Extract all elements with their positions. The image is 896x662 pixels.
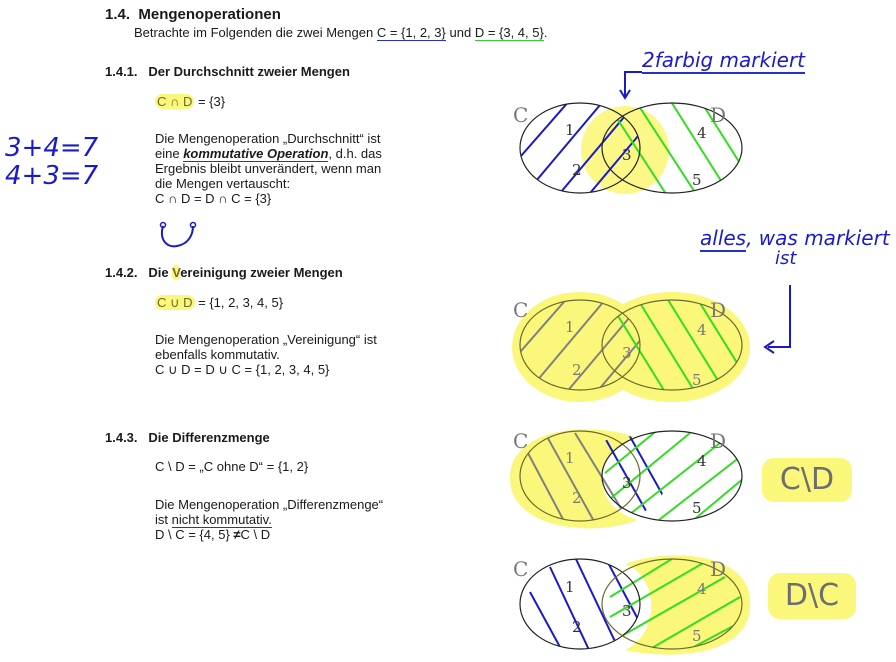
element-4: 4: [697, 452, 707, 470]
intro-period: .: [543, 25, 548, 40]
element-3: 3: [622, 344, 632, 362]
venn-label-d: D: [710, 103, 726, 127]
para-line: ebenfalls kommutativ.: [155, 347, 280, 362]
highlighted-expression: C ∪ D: [155, 295, 195, 310]
difference-formula: C \ D = „C ohne D“ = {1, 2}: [155, 459, 309, 474]
pointer-arrow-icon: [763, 285, 791, 354]
venn-label-d: D: [710, 298, 726, 322]
para-line: C ∪ D = D ∪ C = {1, 2, 3, 4, 5}: [155, 362, 330, 377]
emphasis-kommutative: kommutative Operation: [183, 146, 329, 162]
subsection-number: 1.4.2.: [105, 265, 138, 280]
annotation-text: ist: [775, 248, 797, 269]
subsection-title: Die Differenzmenge: [148, 430, 270, 445]
underlined-not-commutative: nicht kommutativ.: [171, 512, 272, 528]
handwritten-equations: 3+4=7 4+3=7: [5, 134, 98, 190]
element-2: 2: [572, 618, 582, 636]
intro-text: Betrachte im Folgenden die zwei Mengen: [134, 25, 374, 40]
venn-d-minus-c: C D 1 2 3 4 5: [513, 555, 751, 655]
element-3: 3: [622, 146, 632, 164]
handwritten-eq2: 4+3=7: [5, 161, 99, 191]
difference-paragraph: Die Mengenoperation „Differenzmenge“ ist…: [155, 497, 383, 542]
subsection-heading-difference: 1.4.3. Die Differenzmenge: [105, 430, 270, 445]
subsection-number: 1.4.3.: [105, 430, 138, 445]
element-2: 2: [572, 489, 582, 507]
set-c-definition: C = {1, 2, 3}: [376, 25, 446, 41]
section-title: Mengenoperationen: [138, 6, 281, 23]
element-5: 5: [692, 171, 702, 189]
label-c-minus-d: C\D: [762, 458, 852, 502]
element-2: 2: [572, 361, 582, 379]
title-text: ereinigung zweier Mengen: [180, 265, 343, 280]
title-text: Die: [148, 265, 173, 280]
para-text: C \ D: [240, 527, 271, 542]
union-paragraph: Die Mengenoperation „Vereinigung“ ist eb…: [155, 332, 377, 377]
venn-label-c: C: [513, 298, 528, 322]
element-1: 1: [565, 449, 575, 467]
subsection-title: Der Durchschnitt zweier Mengen: [148, 64, 350, 79]
element-4: 4: [697, 321, 707, 339]
para-line: C ∩ D = D ∩ C = {3}: [155, 191, 272, 206]
venn-label-c: C: [513, 429, 528, 453]
formula-result: = {3}: [194, 94, 226, 109]
venn-label-c: C: [513, 557, 528, 581]
para-text: eine: [155, 146, 184, 161]
intersection-formula: C ∩ D = {3}: [155, 94, 225, 109]
handwritten-eq1: 3+4=7: [5, 133, 99, 163]
subsection-number: 1.4.1.: [105, 64, 138, 79]
venn-label-c: C: [513, 103, 528, 127]
venn-intersection: C D 1 2 3 4 5: [513, 102, 743, 194]
para-line: Die Mengenoperation „Differenzmenge“: [155, 497, 384, 512]
set-d-definition: D = {3, 4, 5}: [474, 25, 544, 41]
annotation-text: , was markiert: [746, 226, 890, 250]
para-line: Ergebnis bleibt unverändert, wenn man: [155, 161, 382, 176]
element-5: 5: [692, 371, 702, 389]
venn-label-d: D: [710, 557, 726, 581]
para-line: die Mengen vertauscht:: [155, 176, 291, 191]
subsection-heading-union: 1.4.2. Die Vereinigung zweier Mengen: [105, 265, 343, 280]
annotation-all-marked: alles, was markiert: [700, 226, 890, 252]
venn-c-minus-d: C D 1 2 3 4 5: [510, 429, 743, 529]
annotation-text: 2farbig markiert: [642, 48, 806, 74]
element-3: 3: [622, 474, 632, 492]
para-text: D \ C = {4, 5}: [155, 527, 234, 542]
pointer-arrow-icon: [619, 71, 642, 100]
intersection-paragraph: Die Mengenoperation „Durchschnitt“ ist e…: [155, 131, 455, 206]
element-4: 4: [697, 580, 707, 598]
venn-union: C D 1 2 3 4 5: [512, 292, 750, 402]
element-2: 2: [572, 161, 582, 179]
para-line: Die Mengenoperation „Vereinigung“ ist: [155, 332, 377, 347]
annotation-two-colored: 2farbig markiert: [642, 48, 806, 74]
para-line: eine kommutative Operation, d.h. das: [155, 146, 455, 162]
section-heading: 1.4. Mengenoperationen: [105, 6, 281, 23]
formula-result: = {1, 2, 3, 4, 5}: [194, 295, 284, 310]
highlighted-expression: C ∩ D: [155, 94, 195, 109]
annotation-text: alles: [700, 226, 747, 252]
element-5: 5: [692, 627, 702, 645]
para-line: D \ C = {4, 5} ≠C \ D: [155, 527, 383, 542]
section-number: 1.4.: [105, 6, 131, 23]
para-text: ist: [155, 512, 172, 527]
swap-arrow-icon: [159, 221, 197, 248]
para-text: , d.h. das: [328, 146, 382, 161]
para-line: Die Mengenoperation „Durchschnitt“ ist: [155, 131, 381, 146]
section-intro: Betrachte im Folgenden die zwei Mengen C…: [134, 25, 548, 41]
not-equal-sign: ≠: [233, 527, 241, 542]
label-d-minus-c: D\C: [768, 573, 856, 619]
element-4: 4: [697, 124, 707, 142]
subsection-heading-intersection: 1.4.1. Der Durchschnitt zweier Mengen: [105, 64, 350, 79]
intro-and: und: [449, 25, 472, 40]
union-formula: C ∪ D = {1, 2, 3, 4, 5}: [155, 295, 283, 310]
highlighted-letter: V: [172, 265, 181, 280]
element-1: 1: [565, 578, 575, 596]
element-5: 5: [692, 499, 702, 517]
element-1: 1: [565, 121, 575, 139]
venn-label-d: D: [710, 429, 726, 453]
para-line: ist nicht kommutativ.: [155, 512, 383, 528]
element-3: 3: [622, 602, 632, 620]
element-1: 1: [565, 318, 575, 336]
